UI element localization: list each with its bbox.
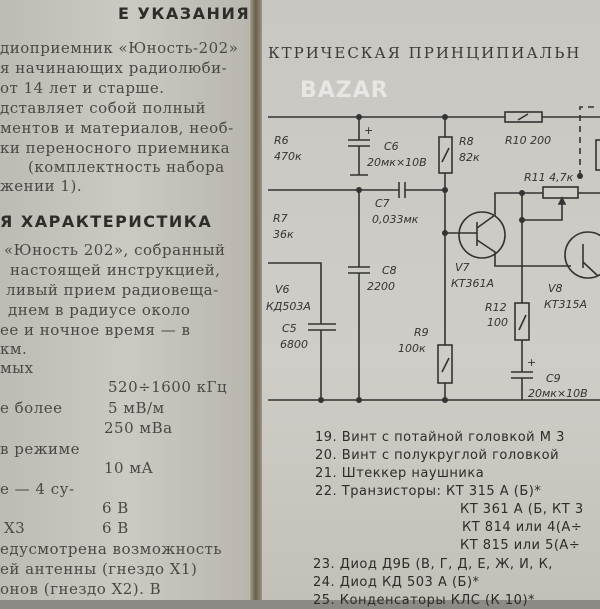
text-line: едусмотрена возможность: [0, 540, 223, 558]
value-c8: 2200: [367, 280, 395, 293]
text-line: ливый прием радиовеща-: [6, 281, 219, 299]
value-r12: 100: [487, 316, 508, 329]
text-line: мых: [0, 359, 34, 377]
parts-list-item: КТ 814 или 4(А÷: [462, 520, 583, 535]
left-page: Е УКАЗАНИЯ диоприемник «Юность-202» я на…: [0, 0, 252, 600]
parts-list-item: 19. Винт с потайной головкой М 3: [315, 430, 565, 445]
label-c6: C6: [384, 140, 399, 153]
value-c6: 20мк×10В: [367, 156, 427, 169]
text-line: ей антенны (гнездо Х1): [0, 560, 198, 578]
label-r11: R11 4,7к: [524, 171, 574, 184]
spec-label: в режиме: [0, 440, 81, 458]
spec-value: 5 мВ/м: [108, 399, 165, 417]
resistor-r12: [514, 302, 530, 341]
label-r6: R6: [274, 134, 289, 147]
label-c5: C5: [282, 322, 297, 335]
text-line: настоящей инструкцией,: [10, 261, 221, 279]
parts-list-item: 22. Транзисторы: КТ 315 А (Б)*: [315, 484, 542, 499]
spec-value: 250 мВа: [104, 419, 173, 437]
label-r8: R8: [459, 135, 474, 148]
section-heading-instructions: Е УКАЗАНИЯ: [118, 4, 251, 23]
spec-label: е — 4 су-: [0, 480, 75, 498]
spec-label: Х3: [4, 519, 26, 537]
watermark-logo: BAZAR: [300, 78, 389, 103]
value-c9: 20мк×10В: [528, 387, 588, 400]
text-line: ментов и материалов, необ-: [0, 119, 234, 137]
text-line: я начинающих радиолюби-: [0, 59, 228, 77]
spec-value: 10 мА: [104, 459, 154, 477]
book-binding: [250, 0, 264, 600]
label-r9: R9: [414, 326, 429, 339]
value-r8: 82к: [459, 151, 480, 164]
text-line: км.: [0, 340, 28, 358]
parts-list-item: 23. Диод Д9Б (В, Г, Д, Е, Ж, И, К,: [313, 557, 553, 572]
label-r10: R10 200: [505, 134, 551, 147]
text-line: (комплектность набора: [28, 158, 225, 176]
parts-list-item: КТ 361 А (Б, КТ 3: [460, 502, 584, 517]
text-line: жении 1).: [0, 177, 83, 195]
label-c7: C7: [375, 197, 390, 210]
text-line: «Юность 202», собранный: [4, 241, 226, 259]
spec-value: 6 В: [102, 499, 129, 517]
parts-list-item: 25. Конденсаторы КЛС (К 10)*: [313, 593, 536, 608]
value-v8: КТ315А: [544, 298, 587, 311]
value-v7: КТ361А: [451, 277, 494, 290]
text-line: дставляет собой полный: [0, 99, 207, 117]
text-line: ки переносного приемника: [0, 139, 231, 157]
spec-value: 520÷1600 кГц: [108, 378, 228, 396]
label-v6: V6: [275, 283, 290, 296]
label-v8: V8: [548, 282, 563, 295]
spec-label: е более: [0, 399, 63, 417]
label-r12: R12: [485, 301, 507, 314]
text-line: от 14 лет и старше.: [0, 79, 165, 97]
value-r9: 100к: [398, 342, 426, 355]
junction-dots: [318, 114, 583, 403]
value-r7: 36к: [273, 228, 294, 241]
text-line: онов (гнездо Х2). В: [0, 580, 162, 598]
text-line: ее и ночное время — в: [0, 321, 191, 339]
transistor-v7: [458, 211, 506, 259]
value-r6: 470к: [274, 150, 302, 163]
parts-list-item: 21. Штеккер наушника: [315, 466, 485, 481]
parts-list-item: 20. Винт с полукруглой головкой: [315, 448, 560, 463]
resistor-r9: [437, 344, 453, 384]
transistor-v8: [564, 231, 600, 279]
plus-c6: +: [364, 124, 373, 137]
text-line: днем в радиусе около: [8, 301, 191, 319]
right-page: КТРИЧЕСКАЯ ПРИНЦИПИАЛЬН: [262, 0, 600, 600]
parts-list-item: КТ 815 или 5(А÷: [460, 538, 581, 553]
value-v6: КД503А: [266, 300, 311, 313]
value-c5: 6800: [280, 338, 308, 351]
potentiometer-r11: [542, 186, 579, 199]
spec-value: 6 В: [102, 519, 129, 537]
resistor-r10: [504, 111, 543, 123]
plus-c9: +: [527, 356, 536, 369]
text-line: диоприемник «Юность-202»: [0, 39, 239, 57]
label-c8: C8: [382, 264, 397, 277]
schematic-title: КТРИЧЕСКАЯ ПРИНЦИПИАЛЬН: [268, 44, 582, 62]
label-v7: V7: [455, 261, 470, 274]
value-c7: 0,033мк: [372, 213, 419, 226]
section-heading-characteristics: Я ХАРАКТЕРИСТИКА: [0, 212, 213, 231]
label-r7: R7: [273, 212, 288, 225]
parts-list-item: 24. Диод КД 503 А (Б)*: [313, 575, 480, 590]
label-c9: C9: [546, 372, 561, 385]
